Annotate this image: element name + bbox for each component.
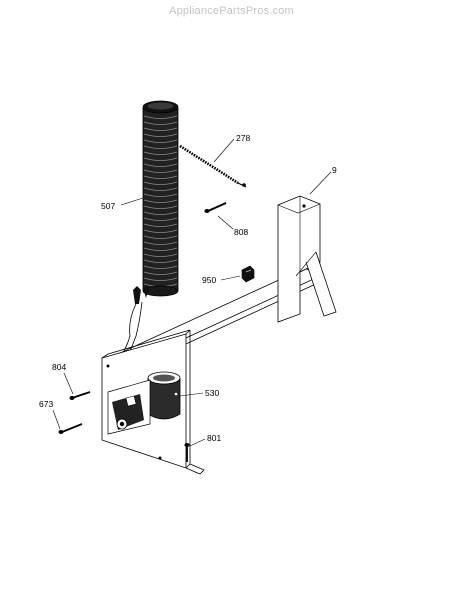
duct-rib	[143, 157, 178, 161]
chain-278[interactable]	[179, 144, 247, 188]
duct-rib	[143, 139, 178, 143]
duct-rib	[143, 247, 178, 251]
duct-rib	[143, 163, 178, 167]
duct-rib	[143, 145, 178, 149]
duct-rib	[143, 127, 178, 131]
duct-rib	[143, 193, 178, 197]
duct-rib	[143, 187, 178, 191]
duct-rib	[143, 175, 178, 179]
duct-rib	[143, 271, 178, 275]
duct-rib	[143, 223, 178, 227]
duct-rib	[143, 199, 178, 203]
callout-804: 804	[52, 362, 66, 372]
callout-9: 9	[332, 165, 337, 175]
duct-rib	[143, 115, 178, 119]
callout-673: 673	[39, 399, 53, 409]
callout-507: 507	[101, 201, 115, 211]
duct-rib	[143, 259, 178, 263]
callout-530: 530	[205, 388, 219, 398]
bracket-9[interactable]	[277, 195, 337, 323]
duct-rib	[143, 133, 178, 137]
screw-804[interactable]	[69, 391, 91, 400]
callout-808: 808	[234, 227, 248, 237]
duct-rib	[143, 169, 178, 173]
clip-950[interactable]	[241, 265, 255, 283]
flexible-duct-507[interactable]	[142, 100, 179, 297]
callout-950: 950	[202, 275, 216, 285]
duct-rib	[143, 151, 178, 155]
callout-801: 801	[207, 433, 221, 443]
blower-assembly-530[interactable]	[101, 329, 205, 475]
leader-lines	[52, 138, 332, 447]
duct-rib	[143, 229, 178, 233]
duct-rib	[143, 241, 178, 245]
duct-rib	[143, 265, 178, 269]
screw-808[interactable]	[204, 202, 227, 213]
duct-rib	[143, 277, 178, 281]
duct-rib	[143, 235, 178, 239]
duct-rib	[143, 211, 178, 215]
duct-rib	[143, 121, 178, 125]
screw-673[interactable]	[58, 423, 83, 434]
watermark-text: AppliancePartsPros.com	[169, 5, 294, 17]
callout-278: 278	[236, 133, 250, 143]
wiring-harness	[117, 285, 149, 365]
duct-rib	[143, 205, 178, 209]
duct-rib	[143, 253, 178, 257]
screw-801[interactable]	[184, 443, 190, 462]
duct-rib	[143, 217, 178, 221]
duct-rib	[143, 181, 178, 185]
